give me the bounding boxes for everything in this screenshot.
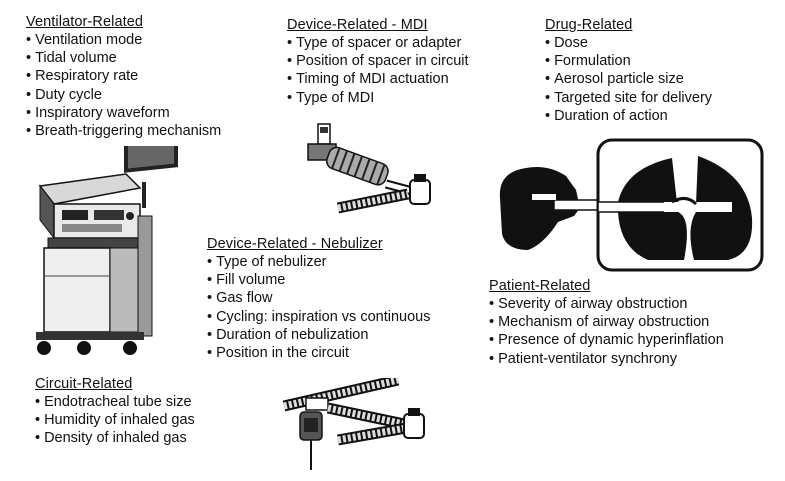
patient-related-group: Patient-Related Severity of airway obstr… [489,277,724,368]
nebulizer-related-title: Device-Related - Nebulizer [207,236,383,252]
nebulizer-illustration [282,378,425,470]
list-item: Endotracheal tube size [35,393,195,411]
list-item: Position of spacer in circuit [287,52,468,70]
list-item: Targeted site for delivery [545,89,712,107]
list-item: Inspiratory waveform [26,104,221,122]
mdi-related-group: Device-Related - MDI Type of spacer or a… [287,16,469,107]
list-item: Duty cycle [26,86,221,104]
list-item: Respiratory rate [26,67,221,85]
list-item: Presence of dynamic hyperinflation [489,331,724,349]
patient-related-title: Patient-Related [489,278,591,294]
list-item: Mechanism of airway obstruction [489,313,724,331]
list-item: Patient-ventilator synchrony [489,350,724,368]
ventilator-illustration [36,146,178,355]
ventilator-related-title: Ventilator-Related [26,14,144,30]
list-item: Breath-triggering mechanism [26,122,221,140]
patient-lungs-illustration [499,138,764,272]
mdi-related-title: Device-Related - MDI [287,17,428,33]
list-item: Tidal volume [26,49,221,67]
list-item: Duration of action [545,107,712,125]
list-item: Aerosol particle size [545,70,712,88]
circuit-related-title: Circuit-Related [35,376,133,392]
list-item: Timing of MDI actuation [287,70,469,88]
ventilator-related-group: Ventilator-Related Ventilation mode Tida… [26,13,221,140]
list-item: Duration of nebulization [207,326,430,344]
list-item: Cycling: inspiration vs continuous [207,308,430,326]
list-item: Position in the circuit [207,344,430,362]
list-item: Type of spacer or adapter [287,34,469,52]
list-item: Formulation [545,52,712,70]
nebulizer-related-group: Device-Related - Nebulizer Type of nebul… [207,235,430,362]
list-item: Fill volume [207,271,430,289]
mdi-spacer-illustration [307,123,431,214]
list-item: Humidity of inhaled gas [35,411,195,429]
list-item: Type of MDI [287,89,469,107]
list-item: Gas flow [207,289,430,307]
drug-related-group: Drug-Related Dose Formulation Aerosol pa… [545,16,712,125]
list-item: Dose [545,34,712,52]
circuit-related-group: Circuit-Related Endotracheal tube size H… [35,375,195,448]
list-item: Ventilation mode [26,31,221,49]
list-item: Type of nebulizer [207,253,430,271]
list-item: Density of inhaled gas [35,429,195,447]
drug-related-title: Drug-Related [545,17,633,33]
list-item: Severity of airway obstruction [489,295,724,313]
